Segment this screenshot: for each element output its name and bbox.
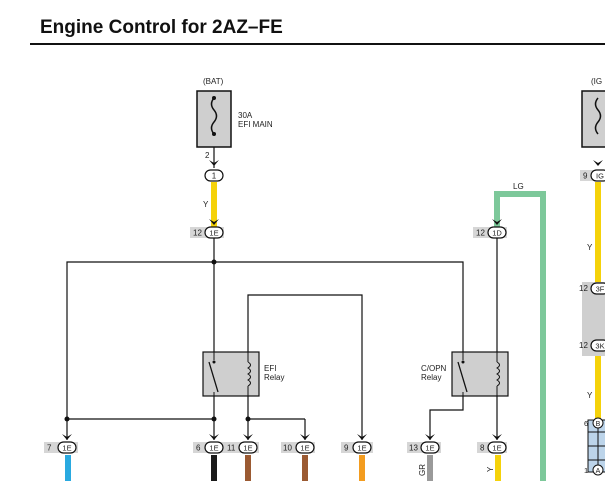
wire-bottom-cyan [65, 455, 71, 481]
efi-relay-label-2: Relay [264, 373, 284, 382]
wire-label-y-top: Y [203, 200, 209, 209]
junction-block-right [587, 417, 605, 476]
svg-text:IG: IG [596, 172, 604, 181]
svg-text:12: 12 [193, 229, 202, 238]
wire-y-top [211, 182, 217, 228]
title-rule [30, 43, 605, 45]
connector-8-1e: 8 1E [477, 441, 507, 454]
svg-text:10: 10 [283, 444, 292, 453]
wire-label-y-right: Y [587, 243, 593, 252]
junction-pin-6: 6 [584, 419, 588, 428]
svg-text:6: 6 [196, 444, 201, 453]
connector-10-1e: 10 1E [281, 441, 315, 454]
connector-arrows [62, 160, 603, 440]
fuse-efi-main [196, 90, 232, 148]
wire-bottom-black [211, 455, 217, 481]
svg-text:11: 11 [227, 444, 236, 453]
svg-text:1E: 1E [243, 444, 252, 453]
connector-12-1d: 12 1D [473, 226, 507, 239]
wire-label-y-right-2: Y [587, 391, 593, 400]
svg-text:1E: 1E [425, 444, 434, 453]
fuse-pin: 2 [205, 151, 210, 160]
connector-9-1e: 9 1E [341, 441, 373, 454]
source-bat-label: (BAT) [203, 77, 224, 86]
wire-bottom-orange [359, 455, 365, 481]
connector-right-9: 9 IG [580, 169, 605, 182]
connector-6-1e: 6 1E [193, 441, 225, 454]
svg-text:1E: 1E [209, 229, 218, 238]
svg-text:1E: 1E [209, 444, 218, 453]
wire-lg [494, 191, 546, 481]
fuse-ig-partial [581, 90, 605, 356]
wire-label-gr: GR [418, 464, 427, 476]
wire-bottom-yellow [495, 455, 501, 481]
svg-text:3F: 3F [596, 285, 605, 294]
svg-text:12: 12 [476, 229, 485, 238]
signal-lines [66, 145, 498, 440]
page-title: Engine Control for 2AZ–FE [40, 17, 283, 38]
junction-pin-1: 1 [584, 466, 588, 475]
copn-relay-label-1: C/OPN [421, 364, 447, 373]
connector-right-12b: 12 3K [579, 339, 605, 352]
svg-text:13: 13 [409, 444, 418, 453]
wire-y-right-1 [595, 182, 601, 282]
junction-id-b: B [596, 421, 601, 428]
wire-bottom-brown-2 [302, 455, 308, 481]
svg-text:1E: 1E [492, 444, 501, 453]
svg-text:3K: 3K [595, 342, 604, 351]
junction-id-a: A [596, 468, 601, 475]
svg-text:1E: 1E [62, 444, 71, 453]
svg-text:9: 9 [583, 172, 588, 181]
svg-text:9: 9 [344, 444, 349, 453]
connector-13-1e: 13 1E [407, 441, 441, 454]
svg-text:1E: 1E [300, 444, 309, 453]
wire-bottom-gray [427, 455, 433, 481]
wire-label-lg: LG [513, 182, 524, 191]
svg-text:12: 12 [579, 284, 588, 293]
colored-wires [65, 182, 601, 481]
fuse-name: EFI MAIN [238, 120, 273, 129]
svg-text:1D: 1D [492, 229, 502, 238]
junction-dots [64, 259, 251, 422]
svg-text:1E: 1E [357, 444, 366, 453]
wire-label-y-bottom: Y [486, 466, 495, 472]
wire-y-right-2 [595, 356, 601, 418]
connector-right-12a: 12 3F [579, 282, 605, 295]
efi-relay [202, 351, 260, 397]
wire-bottom-brown-1 [245, 455, 251, 481]
source-ig-label: (IG [591, 77, 602, 86]
connector-11-1e: 11 1E [225, 441, 259, 454]
svg-text:1: 1 [212, 172, 217, 181]
connector-12-1e: 12 1E [190, 226, 224, 239]
efi-relay-label-1: EFI [264, 364, 276, 373]
connector-7-1e: 7 1E [44, 441, 78, 454]
connector-1: 1 [204, 169, 224, 182]
svg-text:7: 7 [47, 444, 52, 453]
copn-relay [451, 351, 509, 397]
svg-text:8: 8 [480, 444, 485, 453]
svg-text:12: 12 [579, 341, 588, 350]
copn-relay-label-2: Relay [421, 373, 441, 382]
fuse-rating: 30A [238, 111, 253, 120]
